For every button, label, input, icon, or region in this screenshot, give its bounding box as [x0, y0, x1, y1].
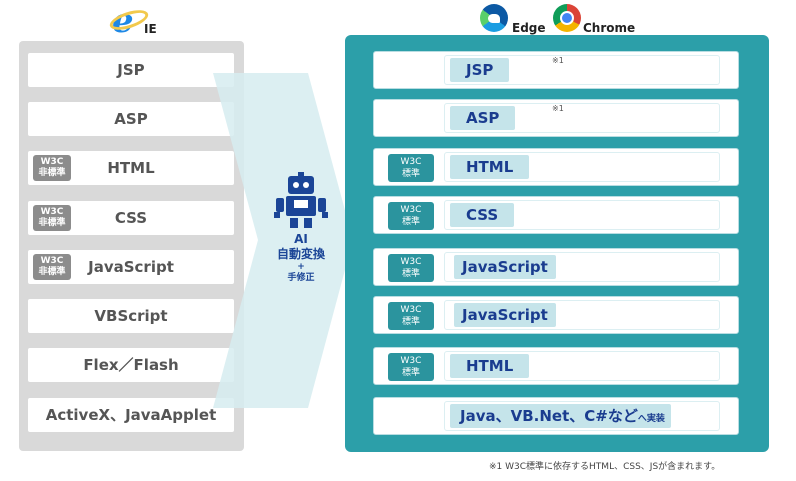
- modern-item-jsp: JSP ※1: [373, 51, 739, 89]
- tech-chip: Java、VB.Net、C#などへ実装: [450, 404, 671, 428]
- robot-icon: [274, 172, 328, 228]
- edge-logo-icon: Edge: [480, 4, 546, 38]
- tech-chip: HTML: [450, 354, 530, 378]
- ie-label: IE: [144, 22, 157, 36]
- ie-item-asp: ASP: [28, 102, 234, 136]
- item-label: ASP: [114, 110, 148, 128]
- ie-logo-icon: e IE: [107, 4, 160, 38]
- modern-item-asp: ASP ※1: [373, 99, 739, 137]
- footnote-mark: ※1: [552, 104, 564, 113]
- tech-chip: ASP: [450, 106, 516, 130]
- tech-chip: JavaScript: [454, 255, 556, 279]
- item-label: ActiveX、JavaApplet: [45, 406, 217, 424]
- ie-item-activex: ActiveX、JavaApplet: [28, 398, 234, 432]
- chrome-label: Chrome: [583, 21, 636, 35]
- modern-item-server-languages: Java、VB.Net、C#などへ実装: [373, 397, 739, 435]
- ie-item-flex-flash: Flex／Flash: [28, 348, 234, 382]
- tech-chip: JavaScript: [454, 303, 556, 327]
- tech-chip: HTML: [450, 155, 530, 179]
- auto-conversion-label: 自動変換: [276, 247, 325, 261]
- conversion-arrow: [213, 73, 353, 408]
- ie-item-jsp: JSP: [28, 53, 234, 87]
- item-label: Flex／Flash: [83, 356, 179, 374]
- item-label: VBScript: [94, 307, 168, 325]
- conversion-label: AI 自動変換 + 手修正: [268, 232, 334, 284]
- implementation-suffix: へ実装: [637, 414, 665, 424]
- tech-chip: CSS: [450, 203, 515, 227]
- footnote: ※1 W3C標準に依存するHTML、CSS、JSが含まれます。: [489, 462, 721, 472]
- plus-sign: +: [297, 262, 305, 272]
- chrome-logo-icon: Chrome: [553, 4, 637, 38]
- item-label: JSP: [117, 61, 145, 79]
- ie-item-vbscript: VBScript: [28, 299, 234, 333]
- item-label: CSS: [114, 209, 148, 227]
- item-label: JavaScript: [88, 258, 174, 276]
- tech-chip: JSP: [450, 58, 510, 82]
- ai-label: AI: [294, 232, 308, 246]
- item-label: HTML: [107, 159, 155, 177]
- footnote-mark: ※1: [552, 56, 564, 65]
- edge-label: Edge: [512, 21, 546, 35]
- manual-fix-label: 手修正: [287, 273, 315, 283]
